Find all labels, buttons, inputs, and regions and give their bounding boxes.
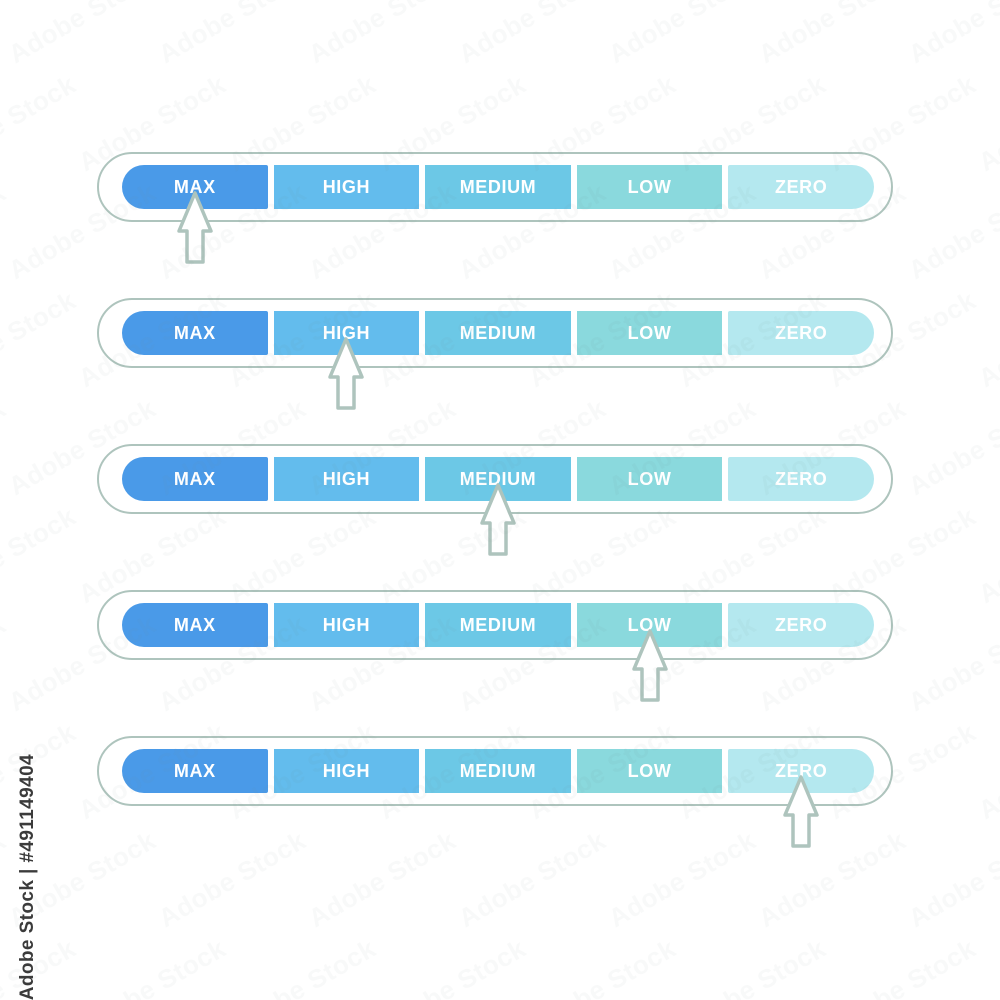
meter-segment-low[interactable]: LOW — [576, 311, 723, 355]
selection-pointer-zero[interactable] — [778, 774, 824, 850]
selection-pointer-max[interactable] — [172, 190, 218, 266]
meter-segment-high[interactable]: HIGH — [273, 749, 420, 793]
selection-pointer-medium[interactable] — [475, 482, 521, 558]
meter-segment-high[interactable]: HIGH — [273, 311, 420, 355]
meter-segment-low[interactable]: LOW — [576, 749, 723, 793]
meter-segment-max[interactable]: MAX — [122, 457, 268, 501]
meter-segment-high[interactable]: HIGH — [273, 457, 420, 501]
meter-segment-low[interactable]: LOW — [576, 165, 723, 209]
meter-segment-medium[interactable]: MEDIUM — [425, 749, 571, 793]
selection-pointer-high[interactable] — [323, 336, 369, 412]
meter-segment-max[interactable]: MAX — [122, 311, 268, 355]
meter-segment-max[interactable]: MAX — [122, 603, 268, 647]
meter-segment-medium[interactable]: MEDIUM — [425, 165, 571, 209]
selection-pointer-low[interactable] — [627, 628, 673, 704]
meter-segment-zero[interactable]: ZERO — [728, 457, 874, 501]
meter-segment-max[interactable]: MAX — [122, 749, 268, 793]
meter-segment-zero[interactable]: ZERO — [728, 165, 874, 209]
meter-segment-medium[interactable]: MEDIUM — [425, 603, 571, 647]
stock-credit-text: Adobe Stock | #491149404 — [17, 753, 38, 1000]
meter-segment-high[interactable]: HIGH — [273, 603, 420, 647]
stock-credit: Adobe Stock | #491149404 — [6, 0, 50, 1000]
meter-segment-zero[interactable]: ZERO — [728, 311, 874, 355]
meter-segment-zero[interactable]: ZERO — [728, 603, 874, 647]
meter-segment-low[interactable]: LOW — [576, 457, 723, 501]
meter-segment-medium[interactable]: MEDIUM — [425, 311, 571, 355]
meter-segment-high[interactable]: HIGH — [273, 165, 420, 209]
